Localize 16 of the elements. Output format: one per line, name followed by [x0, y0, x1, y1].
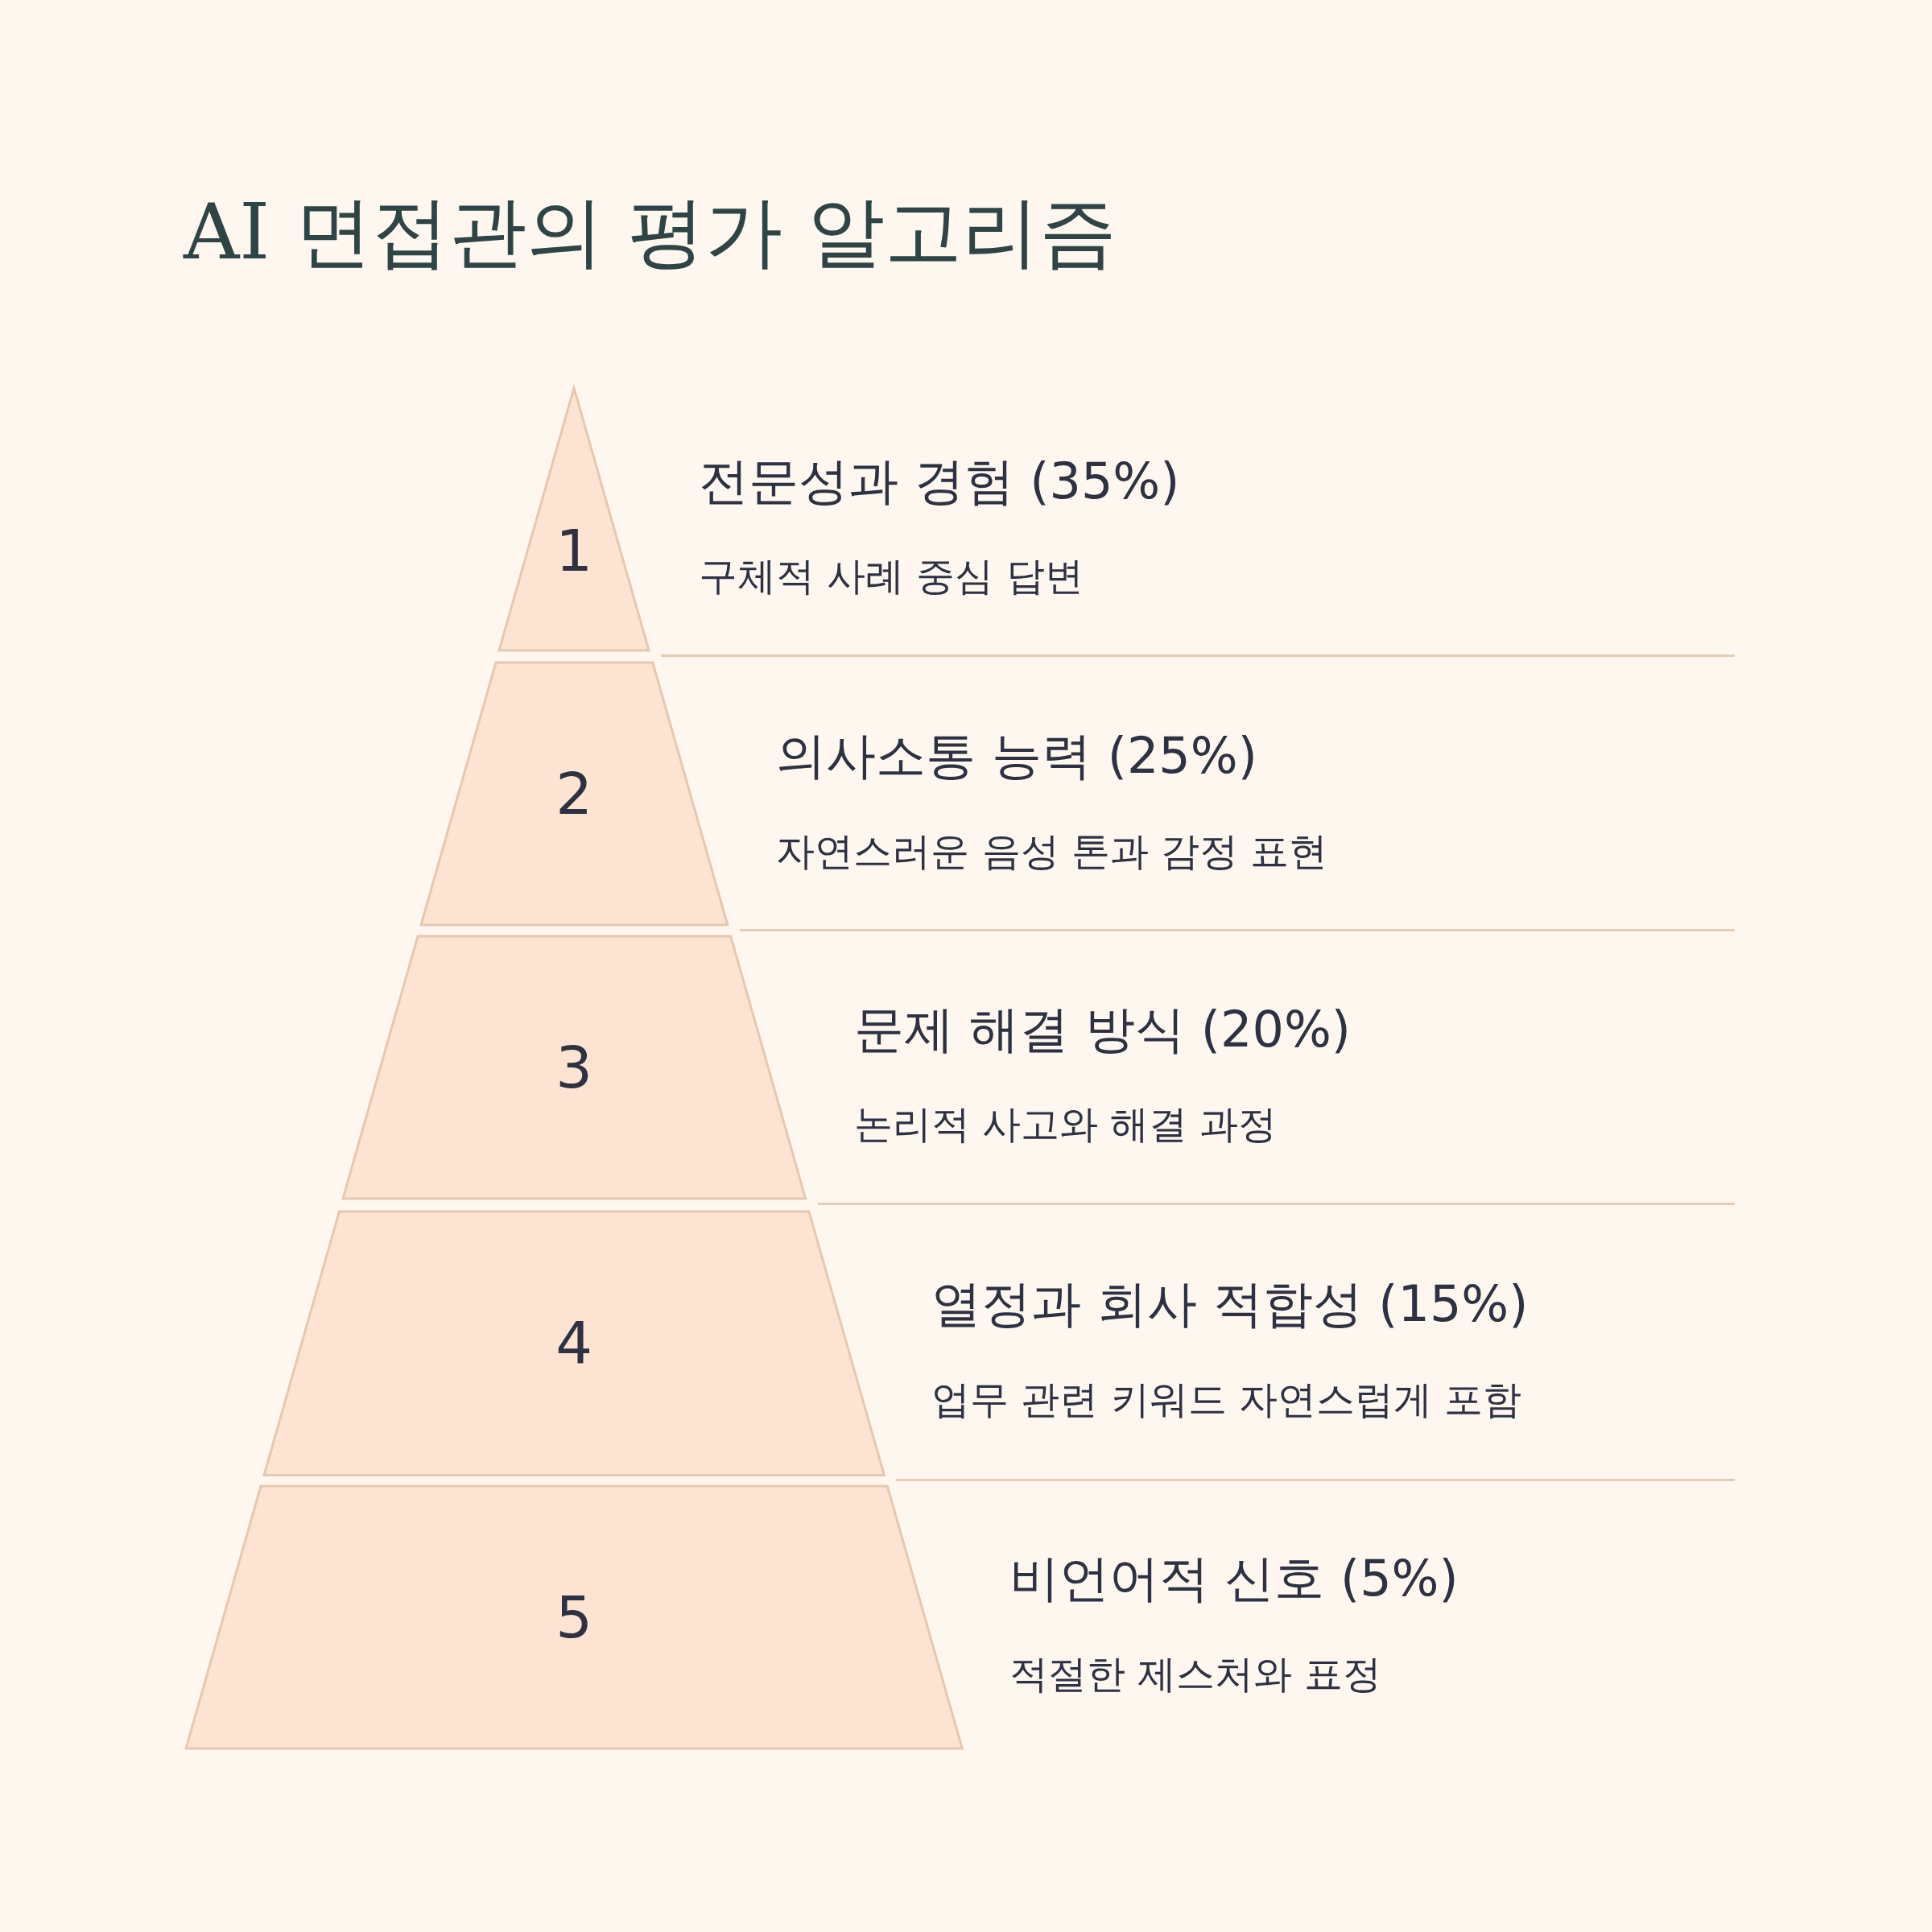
level-heading: 비언어적 신호 (5%) — [1009, 1548, 1459, 1610]
level-description: 구체적 사례 중심 답변 — [698, 552, 1084, 601]
level-heading: 전문성과 경험 (35%) — [698, 450, 1180, 512]
level-number: 3 — [555, 1034, 593, 1102]
level-description: 업무 관련 키워드 자연스럽게 포함 — [931, 1375, 1522, 1423]
level-description: 적절한 제스처와 표정 — [1009, 1649, 1382, 1698]
level-number: 4 — [555, 1309, 593, 1377]
level-number: 2 — [555, 760, 593, 828]
title: AI 면접관의 평가 알고리즘 — [184, 186, 1117, 279]
level-heading: 문제 해결 방식 (20%) — [853, 998, 1351, 1060]
level-heading: 열정과 회사 적합성 (15%) — [931, 1274, 1529, 1335]
level-number: 1 — [555, 517, 593, 585]
level-description: 자연스러운 음성 톤과 감정 표현 — [776, 827, 1328, 875]
level-description: 논리적 사고와 해결 과정 — [853, 1100, 1278, 1149]
level-heading: 의사소통 능력 (25%) — [776, 724, 1257, 786]
level-number: 5 — [555, 1583, 593, 1651]
